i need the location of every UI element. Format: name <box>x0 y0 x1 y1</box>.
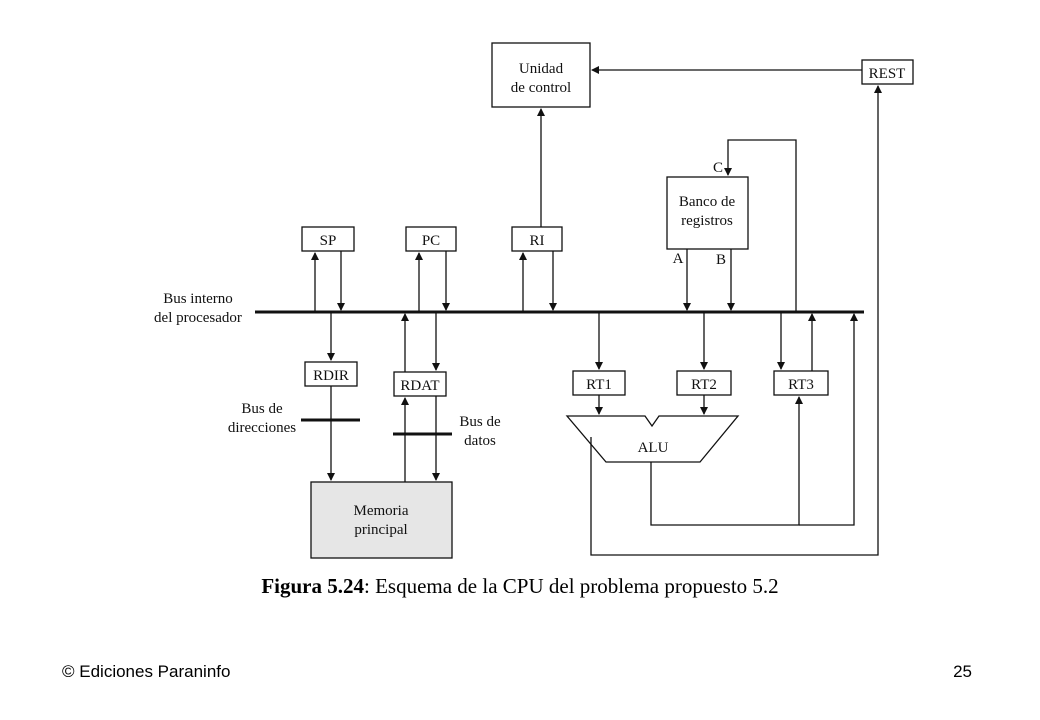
sp-label: SP <box>320 233 337 249</box>
figure-caption: Figura 5.24: Esquema de la CPU del probl… <box>0 574 1040 599</box>
footer-publisher: © Ediciones Paraninfo <box>62 662 231 681</box>
rdat-box <box>393 371 447 397</box>
rdir-label: RDIR <box>313 368 349 384</box>
control-unit-label-1: Unidad <box>519 61 564 77</box>
alu-to-rt3-arrow <box>650 396 803 526</box>
address-bus-label-1: Bus de <box>241 401 283 417</box>
alu-label: ALU <box>638 440 669 456</box>
rt2-box <box>676 370 732 396</box>
sp-box <box>301 226 355 252</box>
figure-caption-text: : Esquema de la CPU del problema propues… <box>364 574 779 598</box>
ri-label: RI <box>530 233 545 249</box>
alu-to-rest-arrow <box>590 85 882 556</box>
rt3-label: RT3 <box>788 377 814 393</box>
pc-label: PC <box>422 233 440 249</box>
alu-shape <box>565 415 740 463</box>
register-bank-box <box>666 176 749 250</box>
alu-to-bus-arrow <box>799 313 858 526</box>
ri-box <box>511 226 563 252</box>
control-unit-box <box>491 42 591 108</box>
port-b-label: B <box>716 252 726 268</box>
control-unit-label-2: de control <box>511 80 571 96</box>
footer-page-number: 25 <box>953 662 972 681</box>
rt1-label: RT1 <box>586 377 612 393</box>
register-bank-label-1: Banco de <box>679 194 736 210</box>
rt3-box <box>773 370 829 396</box>
address-bus-label-2: direcciones <box>228 420 296 436</box>
bus-to-bank-c-arrow <box>724 139 797 312</box>
memory-box <box>310 481 453 559</box>
register-bank-label-2: registros <box>681 213 733 229</box>
rest-box <box>861 59 914 85</box>
internal-bus-label-2: del procesador <box>154 310 242 326</box>
data-bus-label-2: datos <box>464 433 496 449</box>
memory-label-1: Memoria <box>354 503 409 519</box>
rest-label: REST <box>869 66 906 82</box>
port-a-label: A <box>673 251 684 267</box>
memory-label-2: principal <box>354 522 407 538</box>
figure-caption-label: Figura 5.24 <box>261 574 364 598</box>
internal-bus-label-1: Bus interno <box>163 291 233 307</box>
port-c-label: C <box>713 160 723 176</box>
pc-box <box>405 226 457 252</box>
data-bus-label-1: Bus de <box>459 414 501 430</box>
rdat-label: RDAT <box>400 378 439 394</box>
rt2-label: RT2 <box>691 377 717 393</box>
